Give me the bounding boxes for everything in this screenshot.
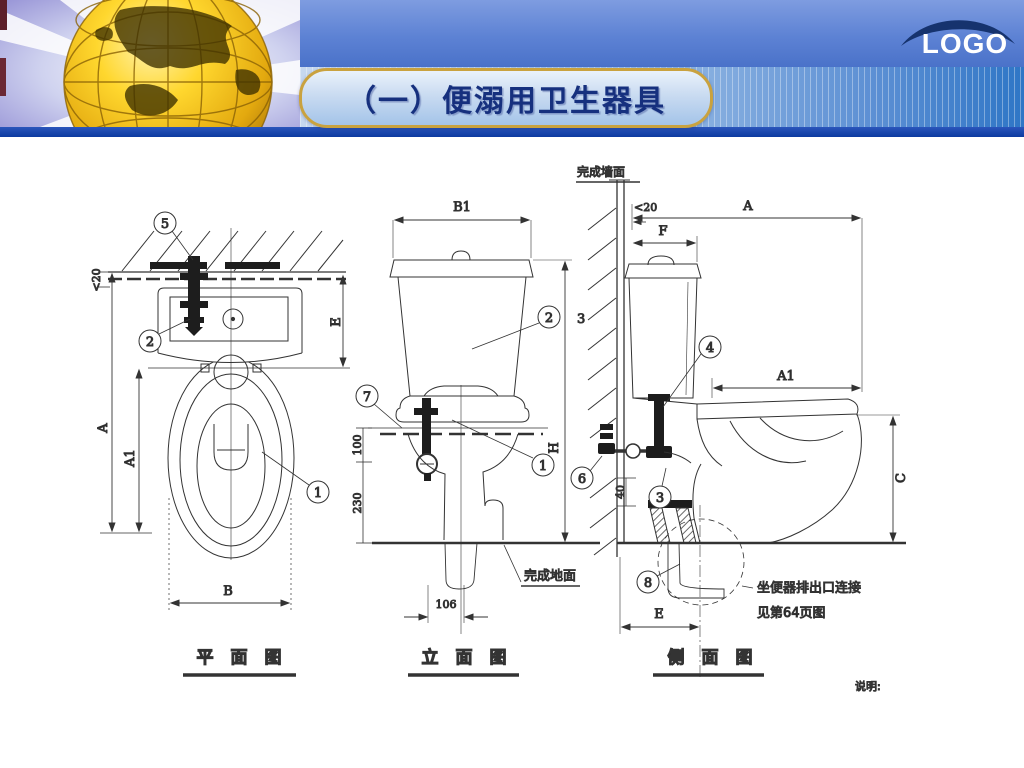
outlet-note-line1: 坐便器排出口连接 (757, 580, 861, 596)
title-banner: （一）便溺用卫生器具 (299, 68, 713, 128)
dim-40: 40 (614, 485, 627, 499)
caption-plan-view: 平 面 图 (197, 648, 282, 668)
elevation-bolt (414, 398, 438, 481)
finished-wall-note: 完成墙面 (576, 164, 640, 183)
dim-wall-gap: <20 (90, 268, 103, 291)
callout-7: 7 (363, 390, 371, 405)
dim-100: 100 (351, 435, 364, 456)
plan-dimensions: <20 A A1 E B (90, 268, 347, 612)
plan-supply-fitting (150, 256, 280, 336)
caption-elevation-view: 立 面 图 (422, 647, 507, 668)
elevation-view: B1 (351, 200, 600, 677)
dim-A1: A1 (123, 449, 138, 468)
elevation-pedestal (407, 385, 519, 634)
side-bowl (632, 397, 862, 544)
dim-A: A (96, 423, 111, 434)
finished-wall-label: 完成墙面 (577, 164, 625, 179)
outlet-note-line2: 见第64页图 (757, 606, 826, 621)
header-navy-bar (0, 127, 1024, 137)
plan-tank (157, 287, 303, 363)
caption-side-view: 侧 面 图 (668, 647, 753, 668)
callout-1-elevation: 1 (539, 459, 547, 474)
finished-floor-label: 完成地面 (524, 569, 576, 584)
globe-logo-artwork (0, 0, 300, 187)
side-40-dim: 40 (614, 477, 636, 507)
globe-icon (0, 0, 300, 187)
side-view: 完成墙面 <20 A F A (570, 164, 910, 694)
finished-floor-note: 完成地面 (503, 544, 580, 587)
callout-8: 8 (644, 576, 652, 591)
logo-block: LOGO (897, 6, 1017, 64)
plan-view: <20 A A1 E B 5 2 (90, 211, 350, 677)
dim-wall-gap-side: <20 (634, 201, 657, 214)
dim-3: 3 (577, 312, 585, 327)
logo-swoosh-icon (901, 20, 1015, 46)
dim-B1: B1 (453, 200, 471, 215)
elevation-tank (389, 250, 534, 397)
elevation-height-dims: 100 230 (351, 427, 372, 544)
dim-B: B (223, 584, 233, 599)
side-tank (624, 255, 702, 399)
elevation-rim (368, 385, 548, 436)
elevation-106-dim: 106 (404, 585, 488, 623)
dim-H: H (547, 442, 562, 453)
dim-E-plan: E (329, 317, 344, 327)
dim-230: 230 (351, 493, 364, 514)
notes-label: 说明: (855, 679, 881, 693)
side-flush-valve (598, 394, 692, 464)
logo-text: LOGO (921, 28, 1009, 59)
slide-header: （一）便溺用卫生器具 LOGO (0, 0, 1024, 187)
dim-C: C (894, 473, 909, 483)
dim-E-side: E (654, 607, 664, 622)
dim-F: F (658, 224, 667, 239)
callout-6: 6 (578, 472, 586, 487)
elevation-callouts: 7 2 1 (355, 305, 561, 477)
plan-callouts: 5 2 1 (138, 211, 330, 504)
callout-4: 4 (706, 341, 714, 356)
callout-3: 3 (656, 491, 664, 506)
callout-2-plan: 2 (146, 335, 154, 350)
callout-1-plan: 1 (314, 486, 322, 501)
dim-106: 106 (436, 598, 457, 611)
page-title: （一）便溺用卫生器具 (346, 84, 666, 119)
side-callouts: 4 6 3 8 (570, 335, 722, 594)
dim-A-side: A (742, 199, 753, 214)
callout-5: 5 (161, 217, 169, 232)
outlet-connection-note: 坐便器排出口连接 见第64页图 (741, 580, 862, 622)
side-wall-hatch (587, 207, 617, 556)
callout-2-elevation: 2 (545, 311, 553, 326)
dim-A1-side: A1 (776, 369, 795, 384)
